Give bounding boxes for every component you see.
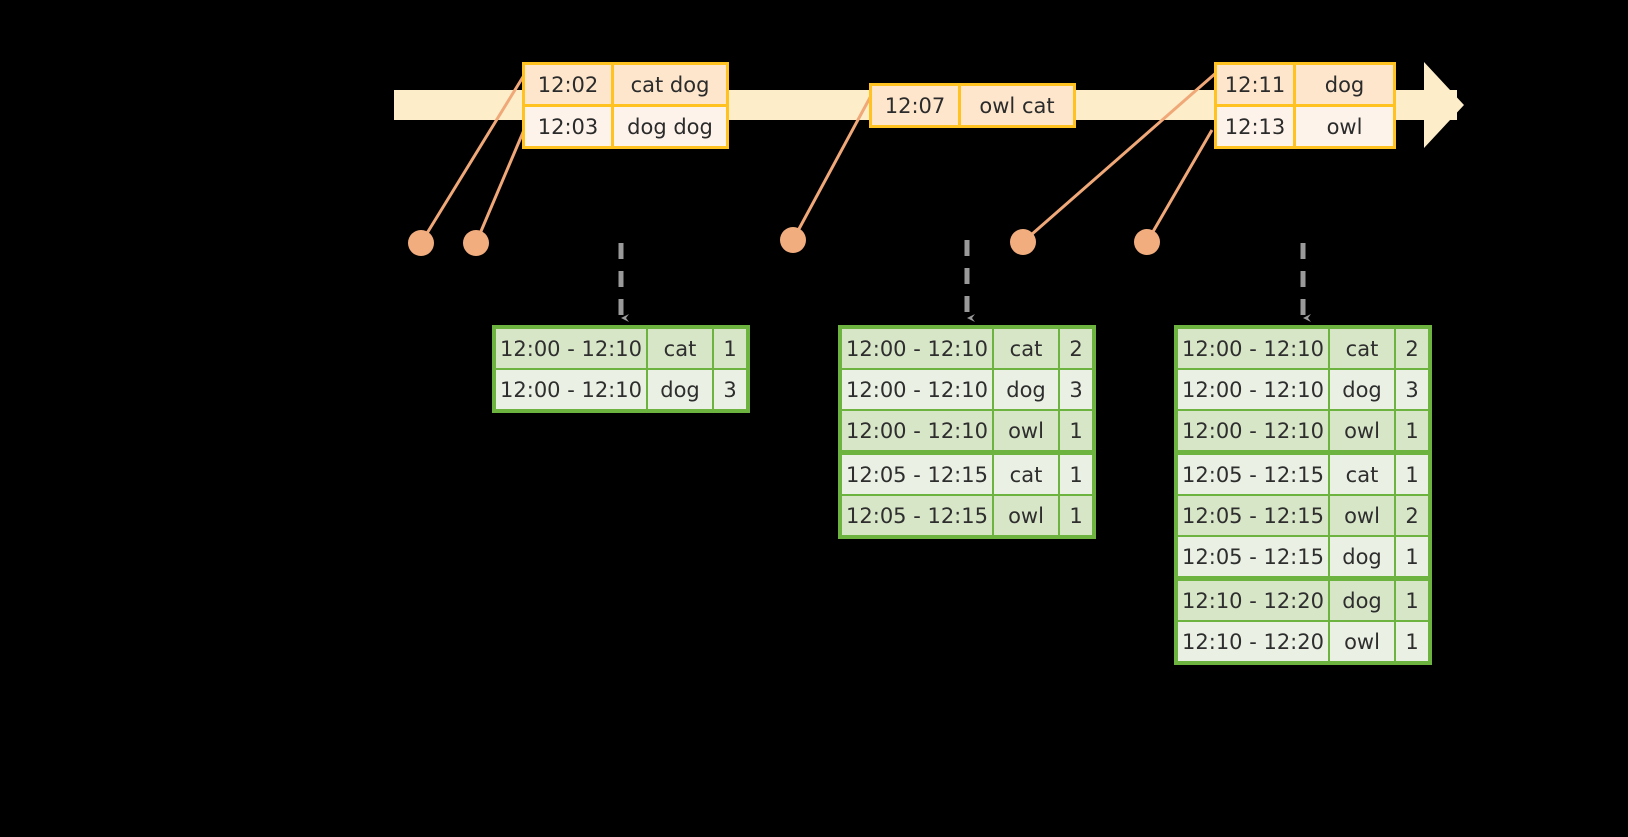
window-cell: 12:00 - 12:10	[1178, 411, 1328, 450]
event-time: 12:07	[872, 86, 958, 125]
count-cell: 3	[1394, 370, 1428, 409]
window-cell: 12:10 - 12:20	[1178, 581, 1328, 620]
connector-dot-3[interactable]	[780, 227, 806, 253]
connector-dot-1[interactable]	[408, 230, 434, 256]
window-cell: 12:05 - 12:15	[1178, 455, 1328, 494]
window-cell: 12:00 - 12:10	[1178, 329, 1328, 368]
timeline-event-row: 12:03 dog dog	[525, 104, 726, 146]
count-cell: 3	[1058, 370, 1092, 409]
timeline-event-box[interactable]: 12:07 owl cat	[869, 83, 1076, 128]
word-cell: owl	[1328, 496, 1394, 535]
window-cell: 12:05 - 12:15	[842, 455, 992, 494]
word-cell: owl	[1328, 622, 1394, 661]
connector-dot-2[interactable]	[463, 230, 489, 256]
window-cell: 12:10 - 12:20	[1178, 622, 1328, 661]
word-cell: cat	[992, 455, 1058, 494]
word-cell: dog	[646, 370, 712, 409]
timeline-event-row: 12:13 owl	[1217, 104, 1393, 146]
connector-line	[474, 129, 526, 244]
word-cell: dog	[1328, 581, 1394, 620]
connector-dot-5[interactable]	[1134, 229, 1160, 255]
event-words: owl cat	[958, 86, 1073, 125]
count-cell: 1	[1394, 411, 1428, 450]
word-cell: owl	[1328, 411, 1394, 450]
word-cell: cat	[992, 329, 1058, 368]
count-cell: 2	[1394, 329, 1428, 368]
window-cell: 12:00 - 12:10	[842, 370, 992, 409]
count-cell: 1	[1394, 581, 1428, 620]
event-words: owl	[1293, 107, 1393, 146]
word-cell: cat	[1328, 329, 1394, 368]
window-cell: 12:00 - 12:10	[1178, 370, 1328, 409]
event-time: 12:11	[1217, 65, 1293, 104]
count-cell: 1	[1058, 411, 1092, 450]
timeline-event-row: 12:11 dog	[1217, 65, 1393, 104]
window-cell: 12:05 - 12:15	[1178, 496, 1328, 535]
count-cell: 1	[712, 329, 746, 368]
count-cell: 1	[1394, 622, 1428, 661]
word-cell: dog	[1328, 370, 1394, 409]
timeline-event-box[interactable]: 12:11 dog 12:13 owl	[1214, 62, 1396, 149]
count-cell: 2	[1058, 329, 1092, 368]
word-cell: cat	[1328, 455, 1394, 494]
word-cell: owl	[992, 411, 1058, 450]
window-cell: 12:05 - 12:15	[842, 496, 992, 535]
event-time: 12:02	[525, 65, 611, 104]
connector-dot-4[interactable]	[1010, 229, 1036, 255]
word-cell: dog	[992, 370, 1058, 409]
count-cell: 1	[1394, 537, 1428, 576]
window-cell: 12:05 - 12:15	[1178, 537, 1328, 576]
event-time: 12:03	[525, 107, 611, 146]
word-cell: dog	[1328, 537, 1394, 576]
count-cell: 1	[1058, 496, 1092, 535]
count-cell: 3	[712, 370, 746, 409]
window-cell: 12:00 - 12:10	[842, 329, 992, 368]
event-time: 12:13	[1217, 107, 1293, 146]
connector-line	[1145, 129, 1214, 243]
event-words: dog	[1293, 65, 1393, 104]
window-cell: 12:00 - 12:10	[496, 370, 646, 409]
window-cell: 12:00 - 12:10	[496, 329, 646, 368]
count-cell: 2	[1394, 496, 1428, 535]
event-words: cat dog	[611, 65, 726, 104]
count-cell: 1	[1394, 455, 1428, 494]
timeline-event-row: 12:07 owl cat	[872, 86, 1073, 125]
arrow-right-icon	[1424, 62, 1464, 148]
window-cell: 12:00 - 12:10	[842, 411, 992, 450]
word-cell: cat	[646, 329, 712, 368]
word-cell: owl	[992, 496, 1058, 535]
timeline-event-box[interactable]: 12:02 cat dog 12:03 dog dog	[522, 62, 729, 149]
timeline-event-row: 12:02 cat dog	[525, 65, 726, 104]
event-words: dog dog	[611, 107, 726, 146]
count-cell: 1	[1058, 455, 1092, 494]
